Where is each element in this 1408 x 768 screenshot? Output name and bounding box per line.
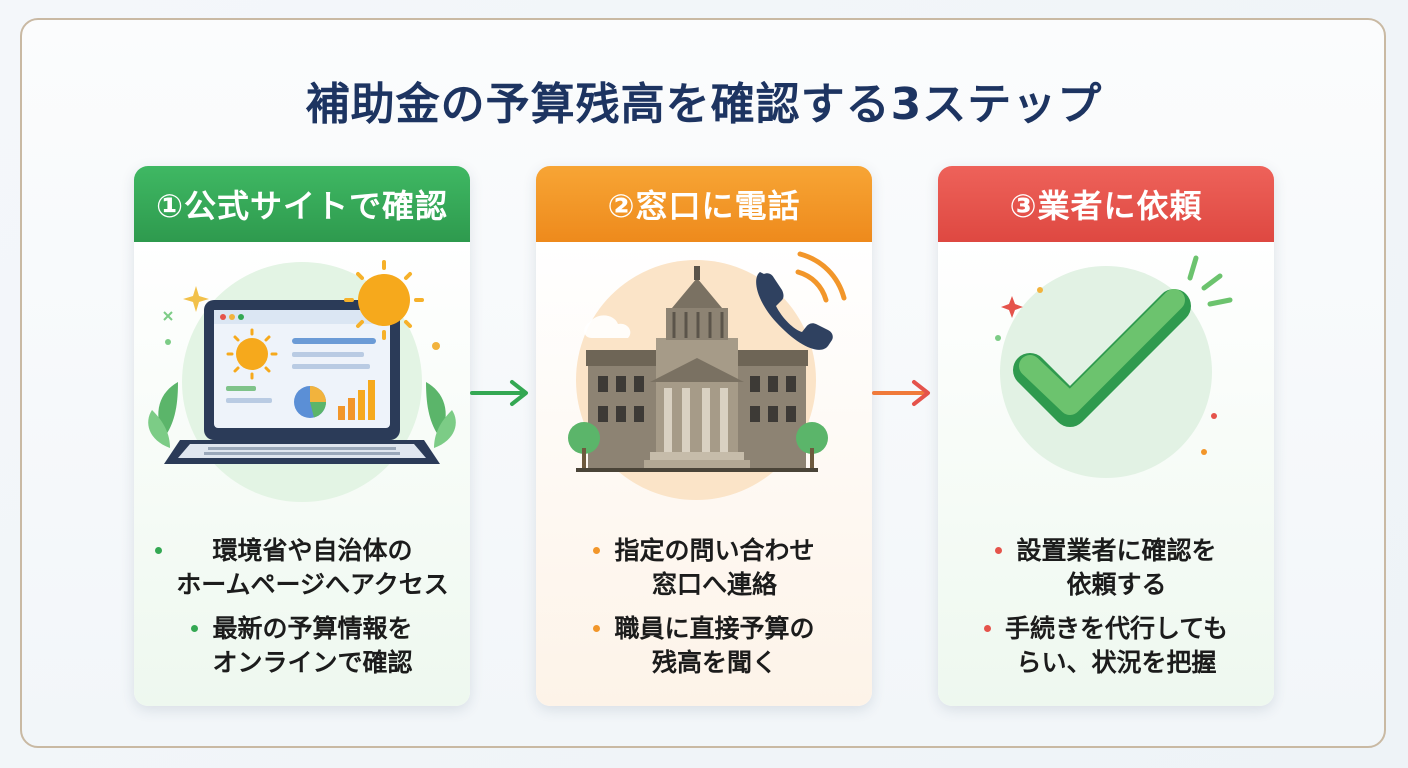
step-2-bullet-1: 指定の問い合わせ 窓口へ連絡 [536,534,872,602]
step-3-header: ③業者に依頼 [938,166,1274,242]
arrow-right-icon [872,380,930,406]
checkmark-icon [995,255,1233,478]
step-card-3: ③業者に依頼 設置業者に確認を 依頼する 手続きを代行しても らい、状況を把握 [938,166,1274,706]
government-building-phone-icon [568,251,847,500]
laptop-dashboard-icon [148,260,456,502]
arrow-right-icon [470,380,528,406]
step-1-bullet-2: 最新の予算情報を オンラインで確認 [134,612,470,680]
step-card-2: ②窓口に電話 [536,166,872,706]
step-card-1: ①公式サイトで確認 [134,166,470,706]
step-3-bullet-2: 手続きを代行しても らい、状況を把握 [938,612,1274,680]
step-3-bullet-1: 設置業者に確認を 依頼する [938,534,1274,602]
step-1-header: ①公式サイトで確認 [134,166,470,242]
page-title: 補助金の予算残高を確認する3ステップ [305,79,1103,130]
step-1-bullet-1: 環境省や自治体の ホームページへアクセス [134,534,470,602]
step-2-bullet-2: 職員に直接予算の 残高を聞く [536,612,872,680]
step-2-header: ②窓口に電話 [536,166,872,242]
